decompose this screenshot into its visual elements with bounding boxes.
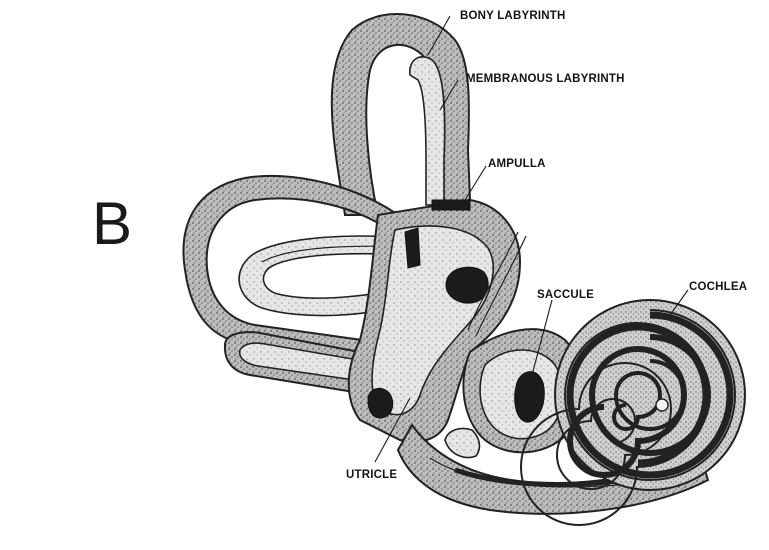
posterior-ampulla-crista bbox=[368, 388, 393, 418]
horizontal-ampulla-crista bbox=[405, 228, 420, 268]
panel-letter: B bbox=[92, 190, 132, 257]
label-bony-labyrinth: BONY LABYRINTH bbox=[460, 10, 565, 22]
label-cochlea: COCHLEA bbox=[689, 281, 747, 293]
label-saccule: SACCULE bbox=[537, 289, 594, 301]
label-membranous-labyrinth: MEMBRANOUS LABYRINTH bbox=[466, 73, 625, 85]
label-utricle: UTRICLE bbox=[346, 469, 397, 481]
helicotrema bbox=[656, 399, 668, 411]
superior-semicircular-canal bbox=[332, 14, 470, 215]
utricular-macula bbox=[446, 267, 488, 303]
label-ampulla: AMPULLA bbox=[488, 158, 546, 170]
